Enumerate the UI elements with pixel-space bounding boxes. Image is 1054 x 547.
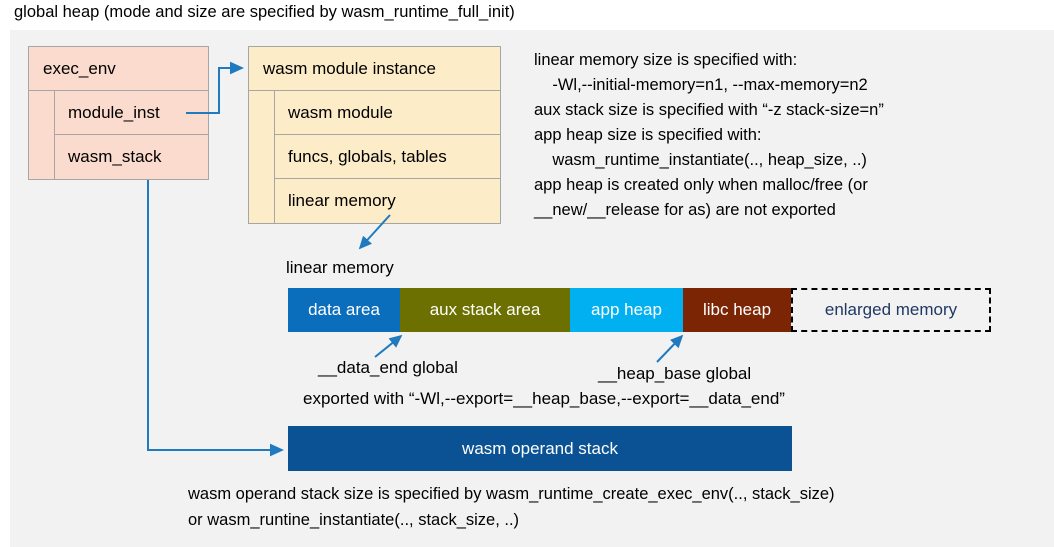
module-instance-row-wasm-module: wasm module: [275, 91, 500, 135]
module-instance-header: wasm module instance: [249, 47, 500, 91]
runtime-config-note: linear memory size is specified with: -W…: [534, 51, 884, 219]
operand-stack-note: wasm operand stack size is specified by …: [188, 485, 835, 529]
exec-env-row-wasm-stack: wasm_stack: [68, 147, 162, 166]
exec-env-row-module-inst: module_inst: [55, 91, 208, 135]
module-instance-row-linear-memory: linear memory: [288, 191, 396, 210]
exec-env-box: exec_env module_inst wasm_stack: [28, 46, 209, 180]
exec-env-header: exec_env: [29, 47, 208, 91]
memory-segment-libc-heap: libc heap: [683, 288, 791, 332]
module-instance-gutter: [249, 91, 275, 223]
export-flags-note: exported with “-Wl,--export=__heap_base,…: [303, 389, 785, 408]
memory-segment-enlarged-memory: enlarged memory: [791, 288, 991, 332]
module-instance-rows: wasm module funcs, globals, tables linea…: [275, 91, 500, 223]
module-instance-row-funcs-globals-tables: funcs, globals, tables: [275, 135, 500, 179]
exec-env-body: module_inst wasm_stack: [29, 91, 208, 179]
exec-env-gutter: [29, 91, 55, 179]
wasm-module-instance-box: wasm module instance wasm module funcs, …: [248, 46, 501, 224]
memory-segment-app-heap: app heap: [570, 288, 683, 332]
page-title: global heap (mode and size are specified…: [14, 3, 515, 21]
heap-base-callout-label: __heap_base global: [598, 364, 752, 383]
module-instance-body: wasm module funcs, globals, tables linea…: [249, 91, 500, 223]
wasm-operand-stack-box: wasm operand stack: [288, 426, 792, 471]
data-end-callout-label: __data_end global: [318, 358, 458, 377]
memory-segment-data-area: data area: [288, 288, 400, 332]
memory-segment-aux-stack-area: aux stack area: [400, 288, 570, 332]
linear-memory-bar-label: linear memory: [286, 258, 394, 277]
exec-env-rows: module_inst wasm_stack: [55, 91, 208, 179]
